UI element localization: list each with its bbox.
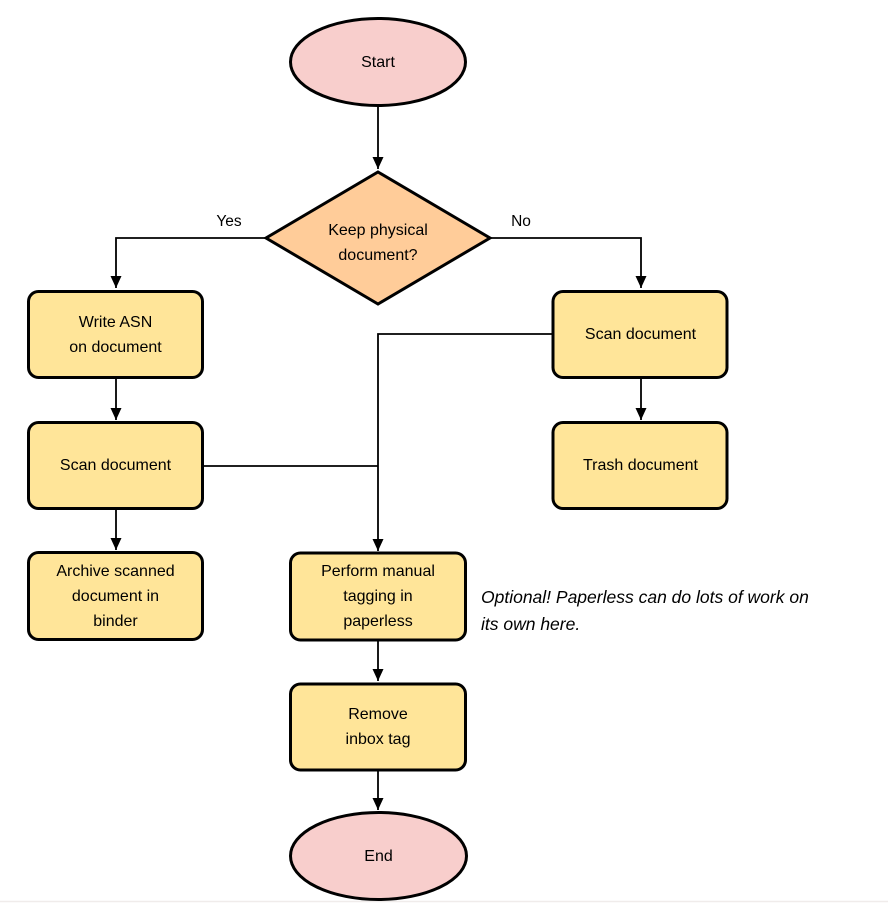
- note-text-line2: its own here.: [481, 614, 581, 634]
- archive-node: [27, 551, 204, 641]
- edge-decision-no-to-scan-right: [490, 237, 647, 288]
- remove-inbox-node: [289, 682, 467, 772]
- scan-left-node: [27, 421, 204, 510]
- write-asn-node: [27, 290, 204, 379]
- note-text-line1: Optional! Paperless can do lots of work …: [481, 587, 809, 607]
- start-node: [289, 17, 467, 107]
- no-text: No: [511, 213, 531, 230]
- end-node: [289, 811, 468, 901]
- edge-label-yes: Yes: [203, 210, 255, 234]
- edge-decision-yes-to-write-asn: [110, 237, 266, 288]
- scan-right-node: [551, 290, 729, 379]
- trash-node: [551, 421, 729, 510]
- edge-label-no: No: [495, 210, 547, 234]
- decision-node: [263, 170, 493, 306]
- yes-text: Yes: [216, 213, 242, 230]
- edge-scan-right-to-tagging: [372, 333, 553, 551]
- flowchart-note: Optional! Paperless can do lots of work …: [481, 584, 885, 638]
- tagging-node: [289, 551, 467, 642]
